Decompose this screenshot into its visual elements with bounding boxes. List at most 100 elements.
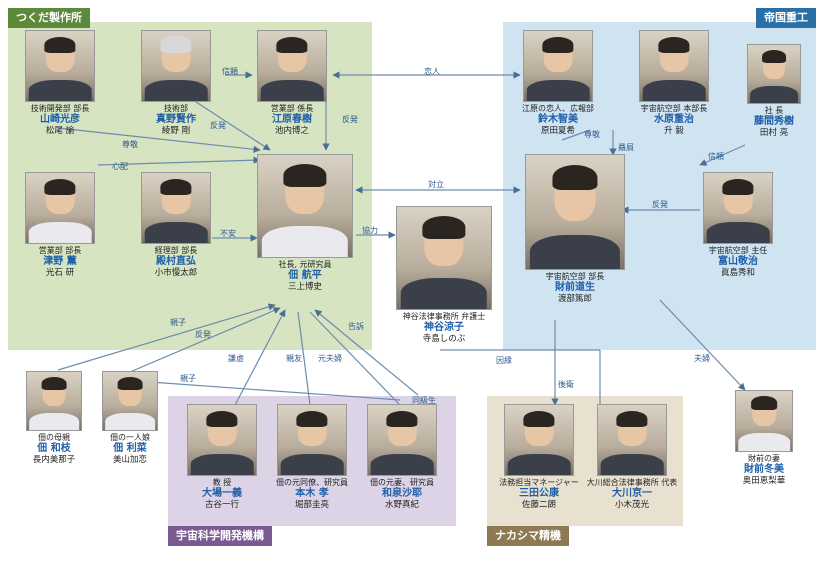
person-mizuhara[interactable]: 宇宙航空部 本部長 水原重治 升 毅	[622, 30, 726, 137]
name-ebara: 江原春樹	[272, 114, 312, 125]
photo-yamasaki	[25, 30, 95, 102]
role-mano: 技術部	[164, 104, 188, 113]
actor-tomiyama: 眞島秀和	[720, 268, 755, 278]
person-motoki[interactable]: 佃の元同僚、研究員 本木 孝 堀部圭亮	[260, 404, 364, 511]
person-zaizen[interactable]: 宇宙航空部 部長 財前道生 渡部篤郎	[520, 154, 630, 305]
name-kazue: 佃 和枝	[37, 443, 71, 454]
person-suzuki[interactable]: 江原の恋人、広報部 鈴木智美 原田夏希	[506, 30, 610, 137]
rel-shinrai-1: 信頼	[222, 67, 238, 76]
rel-tairitsu: 対立	[428, 180, 444, 189]
photo-mizuhara	[639, 30, 709, 102]
name-mizuhara: 水原重治	[654, 114, 694, 125]
name-mano: 真野賢作	[156, 114, 196, 125]
photo-zaizen-wife	[735, 390, 793, 452]
role-tonomura: 経理部 部長	[154, 246, 198, 255]
person-izumi[interactable]: 佃の元妻、研究員 和泉沙耶 水野真紀	[350, 404, 454, 511]
name-yamasaki: 山崎光彦	[40, 114, 80, 125]
rel-shinyu: 親友	[286, 354, 302, 363]
name-zaizen-wife: 財前冬美	[744, 464, 784, 475]
photo-okawa	[597, 404, 667, 476]
role-tsuno: 営業部 部長	[38, 246, 82, 255]
name-motoki: 本木 孝	[295, 488, 329, 499]
person-oba[interactable]: 教 授 大場一義 古谷一行	[170, 404, 274, 511]
actor-zaizen-wife: 奥田恵梨華	[742, 476, 786, 486]
rel-hiiki: 贔屓	[618, 143, 634, 152]
rel-fufu: 夫婦	[694, 354, 710, 363]
photo-motoki	[277, 404, 347, 476]
actor-kamiya: 寺島しのぶ	[422, 334, 466, 344]
rel-hanpatsu-2: 反発	[342, 115, 358, 124]
photo-zaizen	[525, 154, 625, 270]
photo-ebara	[257, 30, 327, 102]
actor-ebara: 池内博之	[274, 126, 309, 136]
role-rina: 佃の一人娘	[110, 433, 150, 442]
photo-tomiyama	[703, 172, 773, 244]
region-teikoku-label: 帝国重工	[756, 8, 816, 28]
rel-shinpai: 心配	[112, 162, 128, 171]
photo-rina	[102, 371, 158, 431]
role-mita: 法務担当マネージャー	[499, 478, 579, 487]
photo-fujima	[747, 44, 801, 104]
person-kamiya[interactable]: 神谷法律事務所 弁護士 神谷涼子 寺島しのぶ	[392, 206, 496, 345]
role-suzuki: 江原の恋人、広報部	[522, 104, 594, 113]
rel-kenkyo: 謙虚	[228, 354, 244, 363]
person-kazue[interactable]: 佃の母親 佃 和枝 長内美那子	[2, 371, 106, 466]
person-tonomura[interactable]: 経理部 部長 殿村直弘 小市慢太郎	[124, 172, 228, 279]
rel-shinshi-1: 親子	[170, 318, 186, 327]
person-tsuno[interactable]: 営業部 部長 津野 薫 光石 研	[8, 172, 112, 279]
name-tonomura: 殿村直弘	[156, 256, 196, 267]
actor-mano: 綾野 剛	[161, 126, 191, 136]
person-tomiyama[interactable]: 宇宙航空部 主任 富山敬治 眞島秀和	[686, 172, 790, 279]
role-ebara: 営業部 係長	[270, 104, 314, 113]
person-ebara[interactable]: 営業部 係長 江原春樹 池内博之	[240, 30, 344, 137]
rel-kyoryoku: 協力	[362, 226, 378, 235]
rel-koibito: 恋人	[424, 67, 440, 76]
actor-okawa: 小木茂光	[614, 500, 649, 510]
person-tsukuda-kohei[interactable]: 社長, 元研究員 佃 航平 三上博史	[253, 154, 357, 293]
rel-inen: 因縁	[496, 356, 512, 365]
name-fujima: 藤間秀樹	[754, 116, 794, 127]
actor-tonomura: 小市慢太郎	[154, 268, 198, 278]
actor-suzuki: 原田夏希	[540, 126, 575, 136]
person-fujima[interactable]: 社 長 藤間秀樹 田村 亮	[722, 44, 823, 139]
role-mizuhara: 宇宙航空部 本部長	[640, 104, 708, 113]
person-yamasaki[interactable]: 技術開発部 部長 山崎光彦 松尾 諭	[8, 30, 112, 137]
role-yamasaki: 技術開発部 部長	[30, 104, 90, 113]
actor-yamasaki: 松尾 諭	[45, 126, 75, 136]
role-kazue: 佃の母親	[38, 433, 70, 442]
rel-motofufu: 元夫婦	[318, 354, 342, 363]
person-zaizen-wife[interactable]: 財前の妻 財前冬美 奥田恵梨華	[712, 390, 816, 487]
name-rina: 佃 利菜	[113, 443, 147, 454]
person-mano[interactable]: 技術部 真野賢作 綾野 剛	[124, 30, 228, 137]
photo-mano	[141, 30, 211, 102]
rel-shinshi-2: 親子	[180, 374, 196, 383]
rel-sonkei-1: 尊敬	[122, 140, 138, 149]
rel-kokuso: 告訴	[348, 322, 364, 331]
photo-oba	[187, 404, 257, 476]
photo-kamiya	[396, 206, 492, 310]
rel-fuan: 不安	[220, 229, 236, 238]
region-tsukuda-label: つくだ製作所	[8, 8, 90, 28]
name-kamiya: 神谷涼子	[424, 322, 464, 333]
person-mita[interactable]: 法務担当マネージャー 三田公康 佐藤二朗	[487, 404, 591, 511]
person-okawa[interactable]: 大川総合法律事務所 代表 大川京一 小木茂光	[580, 404, 684, 511]
person-rina[interactable]: 佃の一人娘 佃 利菜 美山加恋	[78, 371, 182, 466]
role-motoki: 佃の元同僚、研究員	[276, 478, 348, 487]
actor-mizuhara: 升 毅	[664, 126, 684, 136]
actor-motoki: 堀部圭亮	[294, 500, 329, 510]
role-tomiyama: 宇宙航空部 主任	[708, 246, 768, 255]
photo-tsukuda-kohei	[257, 154, 353, 258]
name-zaizen: 財前道生	[555, 282, 595, 293]
actor-mita: 佐藤二朗	[521, 500, 556, 510]
name-tomiyama: 富山敬治	[718, 256, 758, 267]
role-izumi: 佃の元妻、研究員	[370, 478, 434, 487]
rel-goei: 後衛	[558, 380, 574, 389]
photo-izumi	[367, 404, 437, 476]
region-uchu-label: 宇宙科学開発機構	[168, 526, 272, 546]
photo-tonomura	[141, 172, 211, 244]
rel-shinrai-2: 信頼	[708, 152, 724, 161]
role-oba: 教 授	[212, 478, 232, 487]
rel-hanpatsu-1: 反発	[210, 121, 226, 130]
role-tsukuda-kohei: 社長, 元研究員	[278, 260, 332, 269]
